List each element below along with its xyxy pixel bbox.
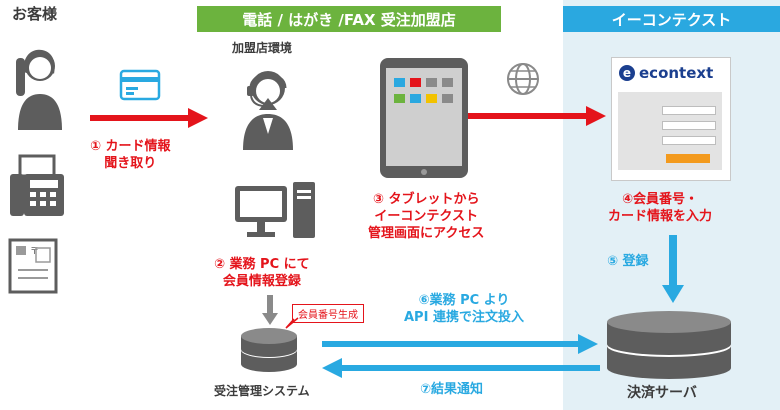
payment-server-label: 決済サーバ — [627, 385, 697, 401]
credit-card-icon — [119, 69, 161, 101]
step-2-line-2: 会員情報登録 — [222, 274, 301, 289]
svg-text:〒: 〒 — [30, 247, 39, 257]
arrow-api-order — [322, 334, 598, 354]
fax-icon — [10, 154, 64, 216]
step-3-line-1: ③ タブレットから — [372, 192, 480, 207]
step-2-line-1: ② 業務 PC にて — [214, 257, 310, 272]
tablet-icon — [380, 58, 468, 178]
arrow-register — [262, 295, 278, 325]
postcard-icon: 〒 — [8, 238, 58, 294]
econtext-logo: e econtext — [619, 64, 713, 82]
arrow-card-info — [90, 108, 208, 128]
store-env-label: 加盟店環境 — [232, 41, 293, 55]
server-database-icon — [607, 311, 731, 379]
form-field-2 — [662, 121, 716, 130]
step-7-label: ⑦結果通知 — [420, 382, 484, 397]
step-3-label: ③ タブレットから イーコンテクスト 管理画面にアクセス — [368, 191, 484, 242]
member-id-callout: 会員番号生成 — [292, 304, 364, 323]
arrow-result — [322, 358, 600, 378]
order-system-label: 受注管理システム — [214, 384, 310, 398]
step-1-label: ① カード情報 聞き取り — [90, 138, 171, 172]
step-6-label: ⑥業務 PC より API 連携で注文投入 — [404, 292, 524, 326]
operator-icon — [243, 71, 293, 150]
step-3-line-3: 管理画面にアクセス — [368, 226, 485, 241]
form-submit-button — [666, 154, 710, 163]
step-4-line-1: ④会員番号・ — [622, 192, 699, 207]
callout-pointer — [285, 317, 299, 329]
step-4-line-2: カード情報を入力 — [608, 209, 713, 224]
pc-icon — [235, 182, 315, 238]
step-6-line-1: ⑥業務 PC より — [418, 293, 510, 308]
step-1-line-2: 聞き取り — [104, 156, 157, 171]
form-field-3 — [662, 136, 716, 145]
database-icon — [241, 328, 297, 372]
step-3-line-2: イーコンテクスト — [374, 209, 478, 224]
econtext-logo-text: econtext — [639, 64, 714, 82]
phone-user-icon — [16, 49, 62, 130]
step-5-label: ⑤ 登録 — [607, 254, 649, 269]
arrow-access — [468, 106, 606, 126]
form-field-1 — [662, 106, 716, 115]
step-6-line-2: API 連携で注文投入 — [404, 310, 524, 325]
econtext-logo-mark: e — [619, 65, 635, 81]
arrow-register-server — [662, 235, 684, 303]
step-2-label: ② 業務 PC にて 会員情報登録 — [214, 256, 310, 290]
econtext-header: イーコンテクスト — [563, 6, 780, 32]
step-1-line-1: ① カード情報 — [90, 139, 171, 154]
customer-header: お客様 — [12, 5, 58, 23]
globe-icon — [507, 63, 539, 95]
step-4-label: ④会員番号・ カード情報を入力 — [608, 191, 712, 225]
store-header: 電話 / はがき /FAX 受注加盟店 — [197, 6, 501, 32]
